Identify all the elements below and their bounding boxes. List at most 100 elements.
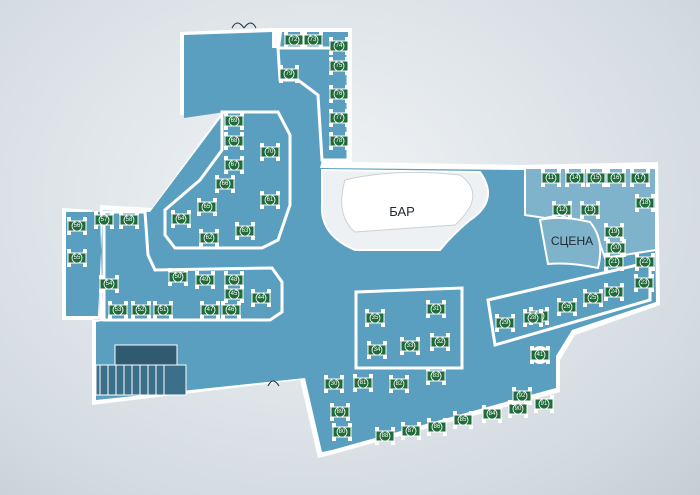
table-18[interactable]: 18: [635, 194, 655, 212]
table-87[interactable]: 87: [401, 422, 421, 440]
table-number-badge: [336, 426, 348, 438]
table-21[interactable]: 21: [604, 253, 624, 271]
table-number-badge: [639, 256, 651, 268]
table-14[interactable]: 14: [565, 169, 585, 187]
table-number: 69: [231, 118, 238, 124]
table-26[interactable]: 26: [557, 298, 577, 316]
chair: [119, 211, 123, 215]
table-number-badge: [512, 403, 524, 415]
table-83[interactable]: 83: [426, 367, 446, 385]
table-76[interactable]: 76: [329, 85, 349, 103]
chair: [67, 263, 71, 267]
table-number: 66: [222, 181, 229, 187]
table-23[interactable]: 23: [634, 274, 654, 292]
table-11[interactable]: 11: [541, 169, 561, 187]
table-16[interactable]: 16: [606, 169, 626, 187]
table-67[interactable]: 67: [224, 156, 244, 174]
table-90[interactable]: 90: [508, 400, 528, 418]
table-65[interactable]: 65: [197, 198, 217, 216]
table-77[interactable]: 77: [329, 109, 349, 127]
table-49[interactable]: 49: [195, 271, 215, 289]
table-number-badge: [255, 292, 267, 304]
table-70[interactable]: 70: [260, 143, 280, 161]
table-50[interactable]: 50: [168, 268, 188, 286]
table-61[interactable]: 61: [260, 191, 280, 209]
chair: [251, 236, 255, 240]
table-91[interactable]: 91: [534, 395, 554, 413]
table-86[interactable]: 86: [427, 418, 447, 436]
chair: [300, 45, 304, 49]
table-29[interactable]: 29: [495, 314, 515, 332]
table-92[interactable]: 92: [512, 387, 532, 405]
table-62[interactable]: 62: [199, 229, 219, 247]
table-15[interactable]: 15: [586, 169, 606, 187]
table-46[interactable]: 46: [221, 301, 241, 319]
table-44[interactable]: 44: [251, 289, 271, 307]
table-68[interactable]: 68: [224, 132, 244, 150]
table-89[interactable]: 89: [330, 403, 350, 421]
table-number-badge: [103, 278, 115, 290]
table-13[interactable]: 13: [580, 201, 600, 219]
table-28[interactable]: 28: [523, 309, 543, 327]
table-82[interactable]: 82: [389, 375, 409, 393]
table-24[interactable]: 24: [604, 283, 624, 301]
table-88[interactable]: 88: [375, 427, 395, 445]
table-33[interactable]: 33: [400, 337, 420, 355]
table-84[interactable]: 84: [482, 405, 502, 423]
chair: [240, 271, 244, 275]
table-number-badge: [283, 68, 295, 80]
table-30[interactable]: 30: [324, 375, 344, 393]
chair: [604, 223, 608, 227]
table-32[interactable]: 32: [430, 333, 450, 351]
table-56[interactable]: 56: [67, 217, 87, 235]
table-55[interactable]: 55: [67, 249, 87, 267]
table-number: 90: [515, 406, 522, 412]
table-51[interactable]: 51: [153, 301, 173, 319]
chair: [651, 208, 655, 212]
chair: [565, 183, 569, 187]
table-31[interactable]: 31: [426, 300, 446, 318]
table-52[interactable]: 52: [131, 301, 151, 319]
table-80[interactable]: 80: [332, 423, 352, 441]
table-58[interactable]: 58: [119, 211, 139, 229]
table-85[interactable]: 85: [453, 411, 473, 429]
chair: [369, 374, 373, 378]
table-66[interactable]: 66: [215, 175, 235, 193]
table-45[interactable]: 45: [224, 285, 244, 303]
table-number: 52: [138, 307, 145, 313]
table-75[interactable]: 75: [329, 57, 349, 75]
chair: [580, 201, 584, 205]
table-64[interactable]: 64: [171, 210, 191, 228]
table-69[interactable]: 69: [224, 112, 244, 130]
table-number-badge: [457, 414, 469, 426]
table-25[interactable]: 25: [583, 289, 603, 307]
chair: [528, 401, 532, 405]
table-81[interactable]: 81: [353, 374, 373, 392]
chair: [169, 315, 173, 319]
table-number-badge: [527, 312, 539, 324]
table-12[interactable]: 12: [552, 201, 572, 219]
table-35[interactable]: 35: [365, 309, 385, 327]
table-63[interactable]: 63: [235, 222, 255, 240]
table-72[interactable]: 72: [284, 31, 304, 49]
table-73[interactable]: 73: [303, 31, 323, 49]
table-74[interactable]: 74: [329, 37, 349, 55]
chair: [599, 303, 603, 307]
table-54[interactable]: 54: [99, 275, 119, 293]
table-78[interactable]: 78: [329, 132, 349, 150]
chair: [469, 411, 473, 415]
chair: [215, 229, 219, 233]
table-53[interactable]: 53: [108, 301, 128, 319]
bar-label: БАР: [389, 204, 415, 219]
chair: [345, 71, 349, 75]
table-17[interactable]: 17: [630, 169, 650, 187]
table-57[interactable]: 57: [94, 211, 114, 229]
table-41[interactable]: 41: [530, 346, 550, 364]
chair: [583, 289, 587, 293]
table-34[interactable]: 34: [367, 341, 387, 359]
table-79[interactable]: 79: [279, 65, 299, 83]
table-22[interactable]: 22: [635, 253, 655, 271]
chair: [523, 309, 527, 313]
table-47[interactable]: 47: [200, 301, 220, 319]
